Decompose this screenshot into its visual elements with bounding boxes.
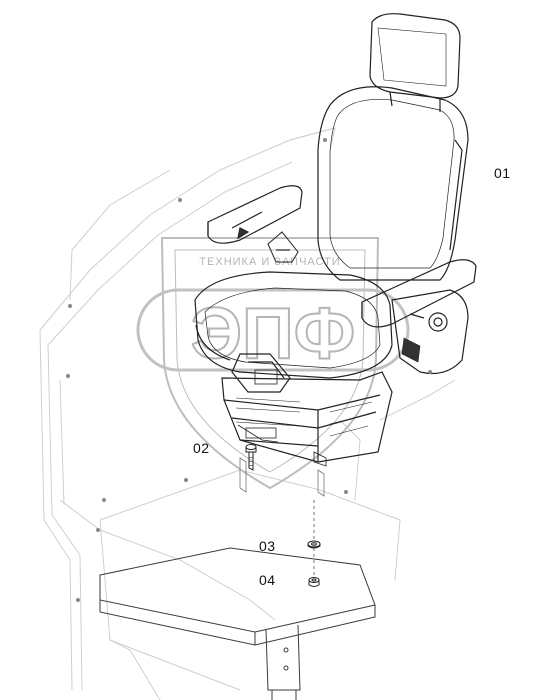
seat-cushion — [194, 271, 393, 379]
watermark-logo: ЭПФ — [136, 288, 410, 375]
cab-frame-outline — [39, 127, 456, 700]
right-armrest — [361, 259, 477, 328]
headrest — [369, 13, 461, 99]
watermark-logo-text: ЭПФ — [191, 294, 355, 374]
seat-suspension — [221, 371, 393, 463]
watermark-top-text: ТЕХНИКА И ЗАПЧАСТИ — [199, 256, 340, 268]
callout-02: 02 — [193, 440, 210, 456]
left-armrest — [207, 185, 303, 244]
nut-04 — [308, 577, 320, 587]
frame-bolts — [66, 138, 432, 602]
callout-01: 01 — [494, 165, 511, 181]
watermark-shield — [160, 237, 380, 490]
backrest — [317, 86, 469, 281]
mounting-platform — [99, 547, 376, 700]
callout-03: 03 — [259, 538, 276, 554]
callout-04: 04 — [259, 572, 276, 588]
seat-assembly — [194, 13, 477, 497]
bolt-02 — [245, 444, 257, 471]
